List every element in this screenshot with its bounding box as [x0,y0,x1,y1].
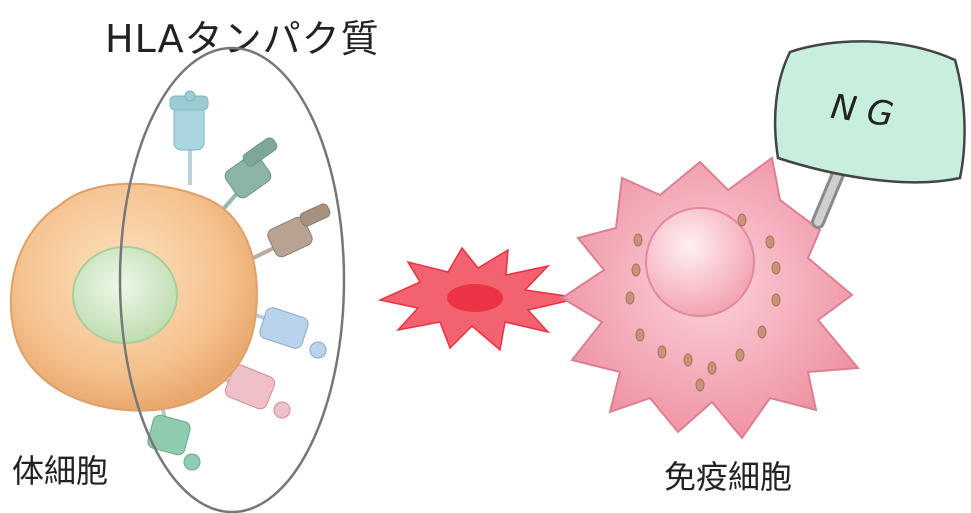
body-cell-nucleus [72,246,178,344]
ng-sign-icon [773,40,966,229]
granules [625,213,781,392]
hla-highlight-ellipse [118,46,346,513]
immune-cell-label: 免疫細胞 [664,458,793,496]
ng-sign-text: N G [828,87,896,135]
immune-cell-nucleus [645,207,755,317]
hla-protein-title: HLAタンパク質 [105,17,380,61]
hla-protein-icon [147,394,201,471]
hla-protein-icon [169,90,209,185]
hla-protein-icon [216,137,278,217]
body-cell-label: 体細胞 [12,452,109,490]
hla-protein-icon [244,203,331,264]
